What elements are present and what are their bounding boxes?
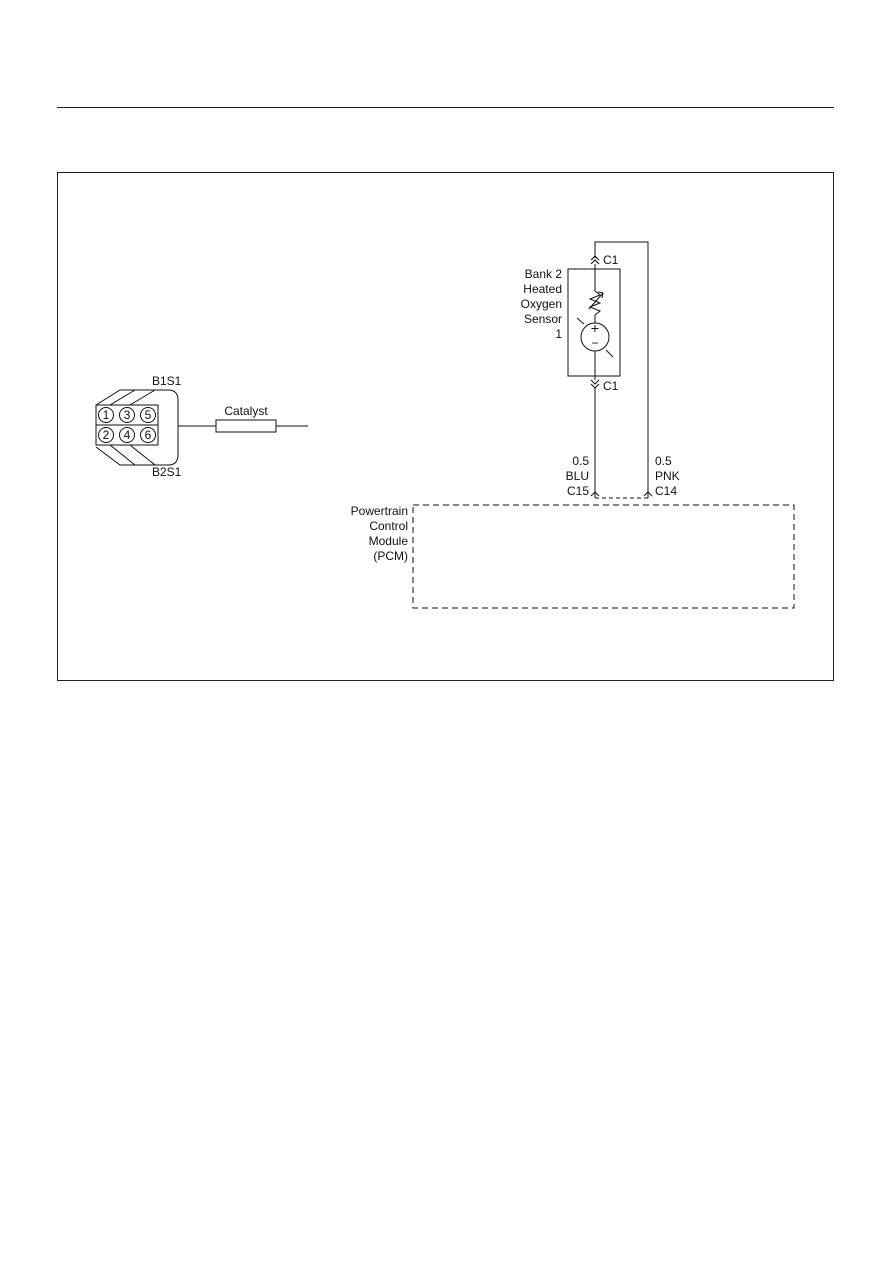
cylinder-label: 2 <box>103 428 110 442</box>
runner-line <box>129 389 156 406</box>
blu-wire-pin: C15 <box>567 484 589 498</box>
pcm-label-line: Powertrain <box>351 504 408 518</box>
pcm-label-line: (PCM) <box>373 549 408 563</box>
blu-wire-gauge: 0.5 <box>572 454 589 468</box>
pcm-label-line: Control <box>369 519 408 533</box>
cylinder-2 <box>98 427 114 443</box>
cylinder-label: 5 <box>145 408 152 422</box>
runner-line <box>109 444 136 466</box>
minus-symbol: − <box>591 336 598 350</box>
cylinder-6 <box>140 427 156 443</box>
oxygen-sensor <box>567 241 649 498</box>
connector-chevron <box>590 259 600 265</box>
catalyst-box <box>215 419 277 433</box>
pnk-wire-color: PNK <box>655 469 680 483</box>
connector-bottom-label: C1 <box>603 379 619 393</box>
plus-symbol: + <box>591 320 599 336</box>
pcm-box <box>412 504 795 609</box>
catalyst-label: Catalyst <box>224 404 268 418</box>
cell-tick <box>576 317 585 325</box>
cylinder-label: 4 <box>124 428 131 442</box>
cylinder-4 <box>119 427 135 443</box>
bank1-sensor-label: B1S1 <box>152 374 182 388</box>
diagram-frame <box>57 172 834 681</box>
pnk-wire-gauge: 0.5 <box>655 454 672 468</box>
connector-chevron <box>590 255 600 261</box>
pin-chevron-c14 <box>643 491 653 497</box>
connector-chevron <box>590 379 600 385</box>
connector-top-label: C1 <box>603 253 619 267</box>
runner-line <box>129 444 156 466</box>
heater-arrow <box>588 292 604 310</box>
manifold-outline <box>95 389 179 466</box>
pnk-wire-pin: C14 <box>655 484 677 498</box>
cylinder-3 <box>119 407 135 423</box>
heater-arrowhead <box>597 291 604 299</box>
engine-schematic <box>95 389 308 466</box>
bank2-sensor-label: B2S1 <box>152 465 182 479</box>
cell-tick <box>605 349 614 358</box>
blu-wire-color: BLU <box>566 469 589 483</box>
pnk-wire <box>594 241 649 498</box>
sensor-housing <box>567 268 621 377</box>
pcm-label-line: Module <box>369 534 409 548</box>
sensor-label-line: Sensor <box>524 312 562 326</box>
cylinder-label: 1 <box>103 408 110 422</box>
cylinder-5 <box>140 407 156 423</box>
cylinder-label: 3 <box>124 408 131 422</box>
pcm-pin-connectors <box>590 491 653 499</box>
sensor-label-line: Heated <box>523 282 562 296</box>
header-rule <box>57 107 834 108</box>
runner-line <box>109 389 136 406</box>
cylinder-1 <box>98 407 114 423</box>
pin-chevron-c15 <box>590 491 600 497</box>
sensor-label-line: Bank 2 <box>525 267 563 281</box>
sensor-label-line: 1 <box>555 327 562 341</box>
heater-resistor <box>588 290 602 316</box>
cylinder-label: 6 <box>145 428 152 442</box>
sensor-label-line: Oxygen <box>521 297 562 311</box>
